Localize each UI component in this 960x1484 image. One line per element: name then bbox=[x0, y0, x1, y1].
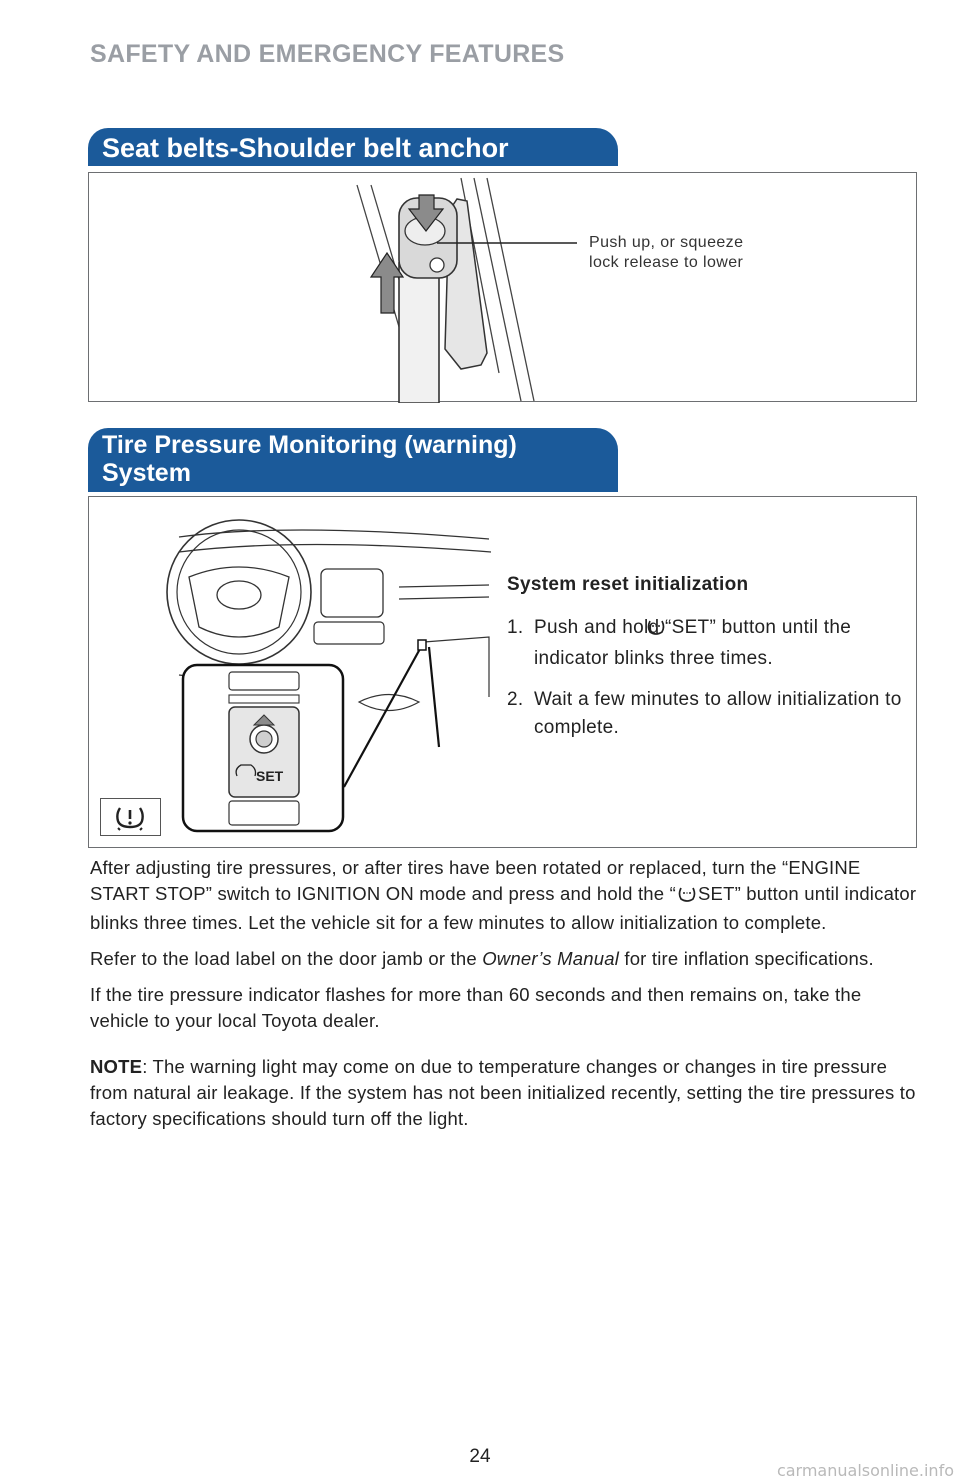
callout-line-2: lock release to lower bbox=[589, 254, 744, 271]
tpms-title-line-2: System bbox=[102, 459, 191, 487]
dashboard-illustration: SET bbox=[166, 519, 492, 833]
set-button-label: SET bbox=[256, 768, 284, 784]
seat-belt-illustration-panel: Push up, or squeeze lock release to lowe… bbox=[88, 172, 917, 403]
step-number: 2. bbox=[507, 689, 524, 710]
body-text: After adjusting tire pressures, or after… bbox=[90, 855, 920, 1142]
step-2-text: Wait a few minutes to allow initializati… bbox=[534, 689, 902, 738]
owners-manual-reference: Owner’s Manual bbox=[482, 948, 620, 969]
paragraph-indicator-flashes: If the tire pressure indicator flashes f… bbox=[90, 984, 862, 1031]
section-title-seat-belts: Seat belts-Shoulder belt anchor bbox=[88, 128, 618, 166]
reset-step-2: 2. Wait a few minutes to allow initializa… bbox=[507, 686, 902, 742]
paragraph-reset-instructions: After adjusting tire pressures, or after… bbox=[90, 855, 920, 936]
p2-text-pre: Refer to the load label on the door jamb… bbox=[90, 948, 483, 969]
belt-anchor-callout: Push up, or squeeze lock release to lowe… bbox=[589, 233, 743, 273]
note-label: NOTE bbox=[90, 1056, 143, 1077]
system-reset-title: System reset initialization bbox=[507, 574, 749, 595]
p1-text-pre: After adjusting tire pressures, or after… bbox=[90, 857, 861, 904]
note-paragraph: NOTE: The warning light may come on due … bbox=[90, 1054, 920, 1132]
page-header-title: SAFETY AND EMERGENCY FEATURES bbox=[90, 40, 565, 68]
tpms-warning-icon bbox=[116, 807, 144, 831]
callout-line-1: Push up, or squeeze bbox=[589, 234, 744, 251]
watermark: carmanualsonline.info bbox=[776, 1461, 954, 1480]
section-title-tpms: Tire Pressure Monitoring (warning) Syste… bbox=[88, 428, 618, 492]
step-1-text-pre: Push and hold “ bbox=[534, 617, 672, 638]
tpms-title-line-1: Tire Pressure Monitoring (warning) bbox=[102, 431, 517, 459]
p2-text-post: for tire inflation specifications. bbox=[619, 948, 874, 969]
note-text: : The warning light may come on due to t… bbox=[90, 1056, 916, 1129]
tpms-set-inline-icon bbox=[676, 883, 698, 910]
step-number: 1. bbox=[507, 617, 524, 638]
reset-step-1: 1. Push and hold “SET” button until the i… bbox=[507, 614, 902, 673]
reset-steps-list: 1. Push and hold “SET” button until the i… bbox=[507, 614, 902, 755]
p1-text-post: SET” button until indicator blinks three… bbox=[90, 883, 917, 933]
paragraph-load-label: Refer to the load label on the door jamb… bbox=[90, 946, 920, 972]
tpms-illustration-panel: SET bbox=[88, 496, 917, 848]
page-number: 24 bbox=[469, 1446, 491, 1467]
shoulder-belt-anchor-illustration bbox=[356, 177, 577, 403]
step-1-text-post: SET” button until the indicator blinks t… bbox=[534, 617, 852, 669]
tpms-warning-indicator bbox=[100, 798, 161, 836]
